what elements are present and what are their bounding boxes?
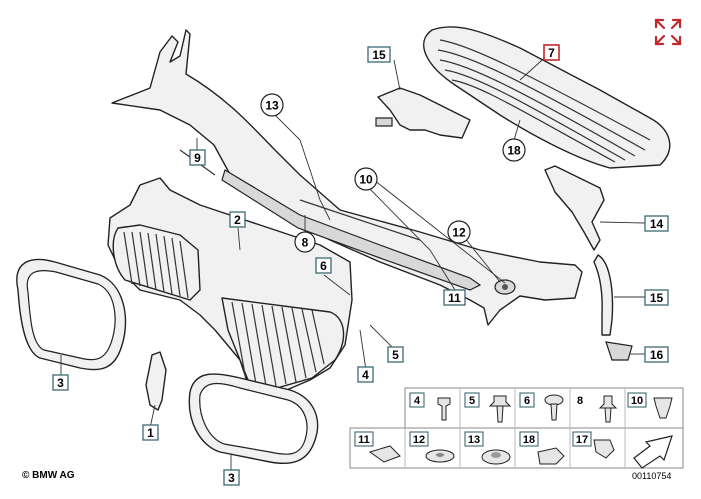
leader-lines xyxy=(60,51,646,470)
reference-number: 00110754 xyxy=(632,471,672,481)
svg-text:15: 15 xyxy=(372,48,386,62)
svg-text:11: 11 xyxy=(358,434,370,446)
svg-text:6: 6 xyxy=(524,395,530,407)
callout-13[interactable]: 13 xyxy=(260,93,284,117)
trim-piece xyxy=(145,351,167,411)
arrow-icon xyxy=(633,435,673,469)
svg-text:5: 5 xyxy=(469,395,475,407)
svg-text:14: 14 xyxy=(650,217,664,231)
callout-16[interactable]: 16 xyxy=(644,346,669,363)
vent-grille xyxy=(423,26,671,169)
callout-3-right[interactable]: 3 xyxy=(223,469,240,486)
callout-5[interactable]: 5 xyxy=(387,346,404,363)
svg-text:10: 10 xyxy=(631,395,643,407)
svg-text:17: 17 xyxy=(576,434,588,446)
callout-9[interactable]: 9 xyxy=(189,149,206,166)
svg-text:11: 11 xyxy=(448,291,461,305)
legend-item-18[interactable]: 18 xyxy=(519,431,565,465)
callout-11[interactable]: 11 xyxy=(443,289,466,306)
callout-6[interactable]: 6 xyxy=(315,257,332,274)
copyright-label: © BMW AG xyxy=(22,470,75,481)
svg-text:18: 18 xyxy=(523,434,535,446)
svg-text:13: 13 xyxy=(265,99,279,113)
legend-item-17[interactable]: 17 xyxy=(572,431,615,459)
svg-text:3: 3 xyxy=(228,471,235,485)
svg-text:9: 9 xyxy=(194,151,201,165)
svg-text:4: 4 xyxy=(362,368,369,382)
svg-text:18: 18 xyxy=(507,144,521,158)
svg-text:15: 15 xyxy=(650,291,664,305)
svg-text:4: 4 xyxy=(414,395,421,407)
svg-text:2: 2 xyxy=(234,213,241,227)
svg-text:12: 12 xyxy=(452,226,466,240)
callout-1[interactable]: 1 xyxy=(142,424,159,441)
callout-3-left[interactable]: 3 xyxy=(52,374,69,391)
mounting-bracket xyxy=(375,87,471,139)
legend-item-11[interactable]: 11 xyxy=(354,431,401,463)
callout-15-upper[interactable]: 15 xyxy=(367,46,391,63)
callout-12[interactable]: 12 xyxy=(447,220,471,244)
main-grille xyxy=(107,177,353,396)
svg-text:6: 6 xyxy=(320,259,327,273)
legend-item-10[interactable]: 10 xyxy=(627,392,673,419)
grille-frame-left xyxy=(16,258,127,371)
callout-15-lower[interactable]: 15 xyxy=(644,289,669,306)
callout-14[interactable]: 14 xyxy=(644,215,669,232)
expand-icon[interactable] xyxy=(654,18,682,46)
grille-frame-right xyxy=(188,373,319,465)
legend-item-12[interactable]: 12 xyxy=(409,431,455,463)
callout-10[interactable]: 10 xyxy=(354,167,378,191)
svg-text:3: 3 xyxy=(57,376,64,390)
svg-text:8: 8 xyxy=(302,236,309,250)
legend-item-4[interactable]: 4 xyxy=(409,392,451,421)
svg-text:5: 5 xyxy=(392,348,399,362)
legend-item-13[interactable]: 13 xyxy=(464,431,511,465)
callout-18[interactable]: 18 xyxy=(502,138,526,162)
svg-text:7: 7 xyxy=(548,46,555,60)
grille-slats-left xyxy=(123,231,189,299)
hardware-legend: 4 5 6 8 10 11 xyxy=(349,387,684,469)
legend-item-8[interactable]: 8 xyxy=(577,395,618,423)
svg-text:12: 12 xyxy=(413,434,425,446)
svg-text:1: 1 xyxy=(147,426,154,440)
callout-2[interactable]: 2 xyxy=(229,211,246,228)
callout-7[interactable]: 7 xyxy=(543,44,560,61)
callout-8[interactable]: 8 xyxy=(294,231,316,253)
svg-text:16: 16 xyxy=(650,348,664,362)
legend-item-6[interactable]: 6 xyxy=(519,392,564,421)
callout-4[interactable]: 4 xyxy=(357,366,374,383)
grille-slats-right xyxy=(231,301,325,387)
svg-text:13: 13 xyxy=(468,434,480,446)
svg-text:10: 10 xyxy=(359,173,373,187)
svg-text:8: 8 xyxy=(577,395,583,407)
legend-item-5[interactable]: 5 xyxy=(464,392,512,423)
air-duct xyxy=(544,165,633,361)
